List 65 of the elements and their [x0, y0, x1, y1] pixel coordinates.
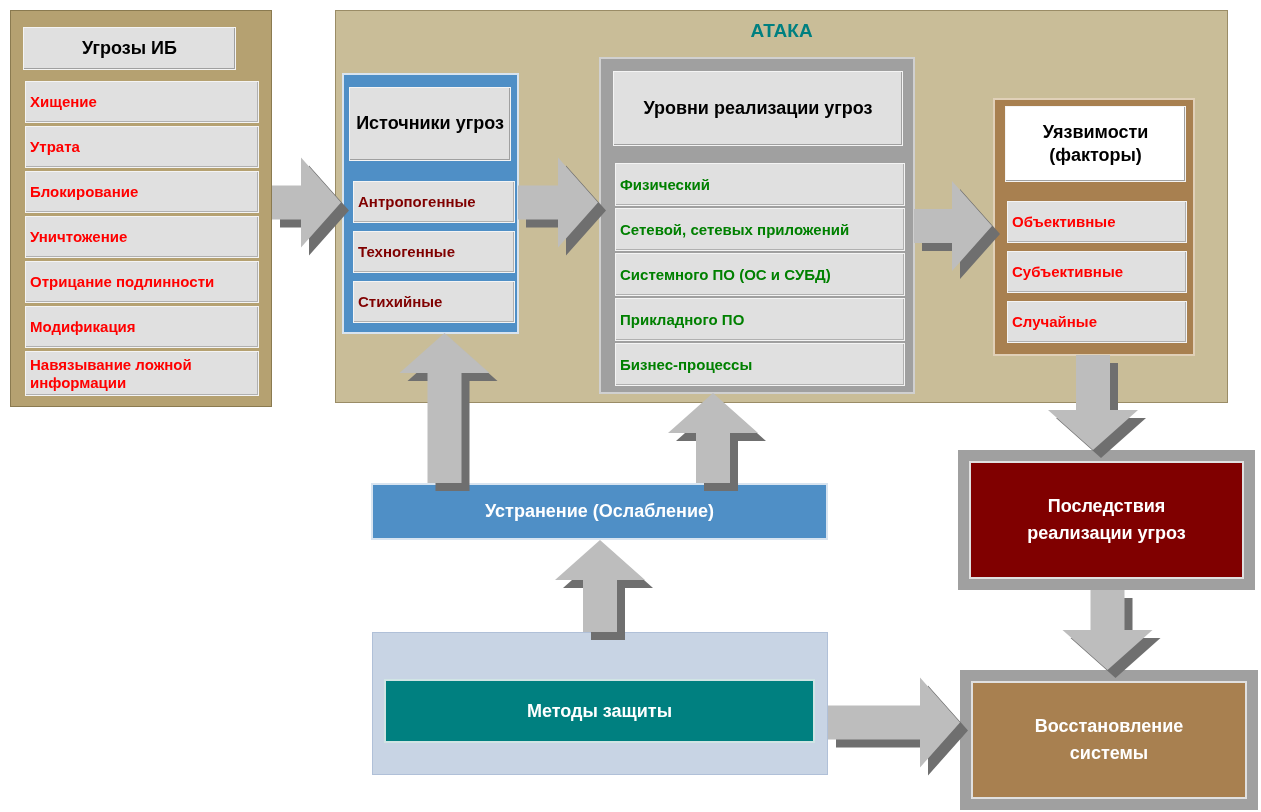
panel-heading: Угрозы ИБ: [82, 37, 177, 60]
list-item-box: [25, 216, 259, 258]
item-label: Сетевой, сетевых приложений: [620, 220, 850, 239]
list-item-box: [1007, 201, 1187, 243]
protection-panel: [372, 632, 828, 775]
list-item-box: [615, 343, 905, 386]
item-label: Навязывание ложной информации: [30, 356, 193, 391]
panel-heading: Источники угроз: [349, 87, 511, 161]
list-item-box: [25, 81, 259, 123]
item-label: Антропогенные: [358, 193, 476, 211]
item-label: Уничтожение: [30, 228, 128, 246]
panel-title: АТАКА: [749, 19, 814, 43]
list-item-box: [25, 306, 259, 348]
mitigation-box: [371, 483, 828, 540]
item-label: Отрицание подлинности: [30, 273, 215, 291]
item-label: Техногенные: [358, 243, 455, 261]
item-label: Блокирование: [30, 183, 139, 201]
consequences-box: [958, 450, 1255, 590]
recovery-box: [960, 670, 1258, 810]
block-arrow: [828, 677, 968, 776]
block-arrow: [914, 181, 1000, 279]
sources-panel: [342, 73, 519, 334]
block-arrow: [668, 393, 766, 491]
heading-box: [23, 27, 236, 70]
threats-panel: [10, 10, 272, 407]
item-label: Физический: [620, 175, 710, 194]
block-arrow: [1062, 590, 1161, 678]
item-label: Прикладного ПО: [620, 310, 745, 329]
block-arrow: [555, 540, 653, 640]
item-label: Случайные: [1012, 313, 1097, 331]
list-item-box: [615, 163, 905, 206]
block-arrow: [518, 157, 606, 256]
protection-methods-box: [384, 679, 815, 743]
list-item-box: [25, 351, 259, 396]
item-label: Объективные: [1012, 213, 1116, 231]
list-item-box: [353, 181, 515, 223]
item-label: Стихийные: [358, 293, 443, 311]
box-label: Устранение (Ослабление): [485, 500, 714, 523]
item-label: Системного ПО (ОС и СУБД): [620, 265, 831, 284]
box-label: Восстановление системы: [1033, 715, 1185, 765]
item-label: Бизнес-процессы: [620, 355, 753, 374]
list-item-box: [615, 253, 905, 296]
list-item-box: [353, 281, 515, 323]
list-item-box: [1007, 301, 1187, 343]
levels-panel: [599, 57, 915, 394]
list-item-box: [25, 126, 259, 168]
item-label: Субъективные: [1012, 263, 1124, 281]
list-item-box: [615, 298, 905, 341]
block-arrow: [399, 333, 498, 491]
list-item-box: [25, 171, 259, 213]
list-item-box: [615, 208, 905, 251]
attack-panel: [335, 10, 1228, 403]
item-label: Хищение: [30, 93, 97, 111]
list-item-box: [25, 261, 259, 303]
item-label: Модификация: [30, 318, 136, 336]
item-label: Утрата: [30, 138, 80, 156]
block-arrow: [272, 157, 349, 256]
box-label: Последствия реализации угроз: [1026, 495, 1187, 545]
list-item-box: [1007, 251, 1187, 293]
panel-heading: Уязвимости (факторы): [1005, 106, 1186, 182]
block-arrow: [1048, 355, 1146, 458]
vulnerabilities-panel: [993, 98, 1195, 356]
box-label: Методы защиты: [526, 699, 673, 723]
list-item-box: [353, 231, 515, 273]
panel-heading: Уровни реализации угроз: [613, 71, 903, 146]
